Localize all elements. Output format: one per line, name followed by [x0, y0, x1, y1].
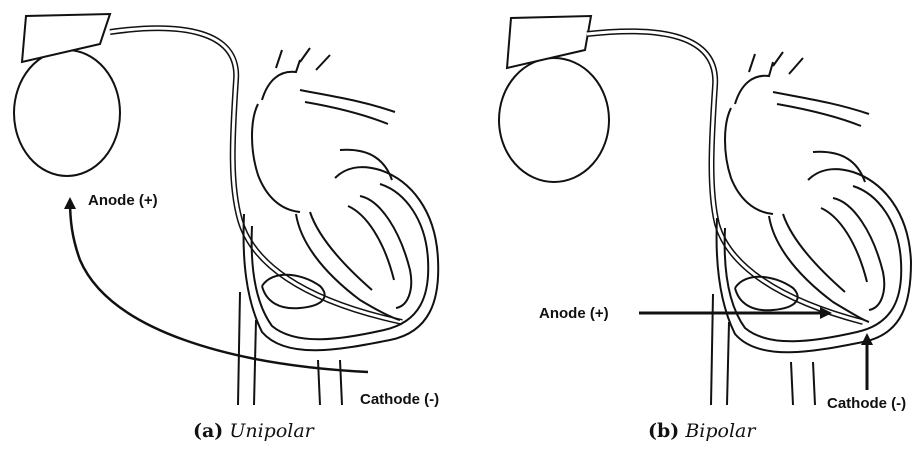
anode-return-arrow: [70, 200, 368, 372]
caption-tag: (a): [193, 420, 223, 442]
cathode-label: Cathode (-): [360, 391, 439, 408]
caption-name: Unipolar: [229, 420, 313, 442]
anode-label: Anode (+): [539, 305, 609, 322]
caption-bipolar: (b) Bipolar: [648, 416, 755, 446]
cathode-label: Cathode (-): [827, 395, 906, 412]
caption-unipolar: (a) Unipolar: [193, 416, 314, 446]
caption-name: Bipolar: [685, 420, 755, 442]
pacemaker-generator: [499, 16, 609, 182]
bipolar-panel: Anode (+) Cathode (-): [459, 0, 918, 412]
heart-illustration: [711, 52, 911, 405]
pacemaker-generator: [14, 14, 120, 176]
bipolar-diagram: Anode (+) Cathode (-): [459, 0, 918, 412]
caption-tag: (b): [648, 420, 679, 442]
heart-illustration: [238, 48, 438, 405]
unipolar-diagram: Anode (+) Cathode (-): [0, 0, 459, 412]
unipolar-panel: Anode (+) Cathode (-): [0, 0, 459, 412]
pacing-lead: [587, 31, 863, 322]
anode-label: Anode (+): [88, 192, 158, 209]
